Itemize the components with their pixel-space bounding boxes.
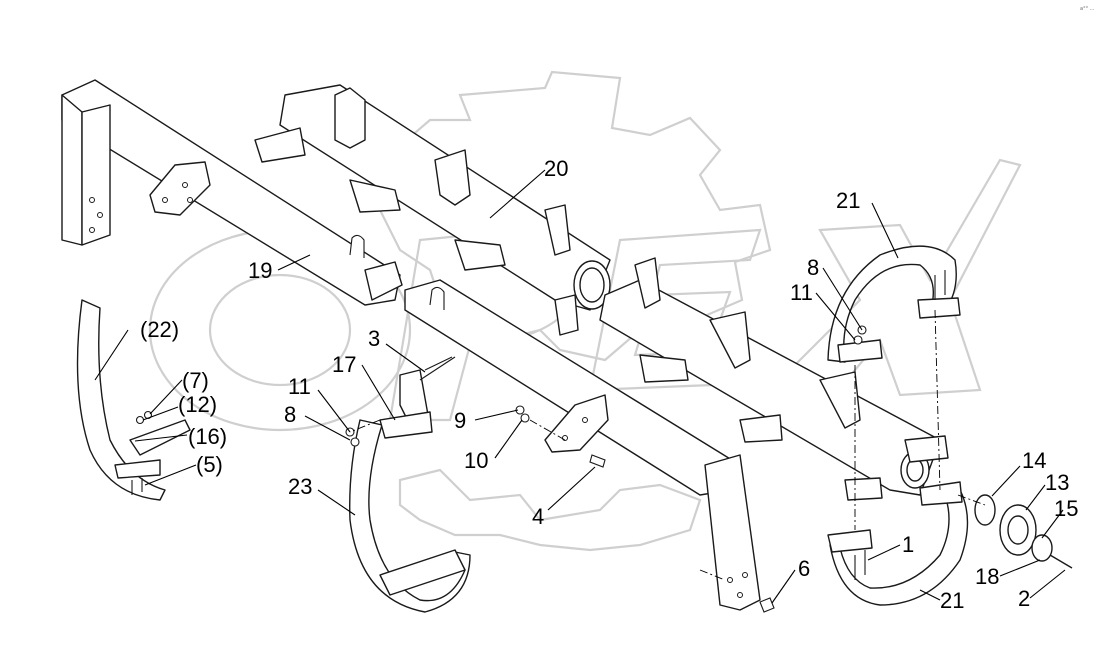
spring-tine-22 <box>76 299 191 501</box>
callout-23: 23 <box>288 474 312 499</box>
callout-10: 10 <box>464 448 488 473</box>
bracket-17 <box>379 356 453 439</box>
callout-21-lower: 21 <box>940 588 964 613</box>
spring-tine-23 <box>349 419 471 613</box>
callout-22: (22) <box>140 317 179 342</box>
frame-beam-19 <box>61 79 403 306</box>
assembly-centerlines <box>349 309 986 581</box>
callout-21-upper: 21 <box>836 188 860 213</box>
callout-4: 4 <box>532 504 544 529</box>
corner-mark: a°° ... <box>1080 6 1095 12</box>
callout-3: 3 <box>368 326 380 351</box>
ring-tine-21-upper <box>827 245 961 363</box>
frame-beam-lower <box>404 279 761 611</box>
callout-15: 15 <box>1054 496 1078 521</box>
leader-lines <box>94 169 1066 604</box>
callout-2: 2 <box>1018 586 1030 611</box>
callout-1: 1 <box>902 532 914 557</box>
tube-20 <box>254 84 611 336</box>
callout-20: 20 <box>544 156 568 181</box>
callout-5: (5) <box>196 452 223 477</box>
callout-6: 6 <box>798 556 810 581</box>
callout-11-right: 11 <box>790 280 813 305</box>
callout-17: 17 <box>332 352 356 377</box>
callout-8-right: 8 <box>807 255 819 280</box>
callout-12: (12) <box>178 392 217 417</box>
callout-8-left: 8 <box>284 402 296 427</box>
callout-13: 13 <box>1045 470 1069 495</box>
callout-9: 9 <box>454 408 466 433</box>
callout-19: 19 <box>248 258 272 283</box>
callout-11-left: 11 <box>288 374 311 399</box>
callout-14: 14 <box>1022 448 1046 473</box>
ring-tine-21-lower <box>827 481 969 606</box>
callout-16: (16) <box>188 424 227 449</box>
hub-parts <box>974 494 1073 569</box>
callout-18: 18 <box>975 564 999 589</box>
callout-7: (7) <box>182 368 209 393</box>
callout-labels: 20 21 8 11 19 (22) 3 17 (7) (12) (16) 11… <box>140 6 1095 613</box>
